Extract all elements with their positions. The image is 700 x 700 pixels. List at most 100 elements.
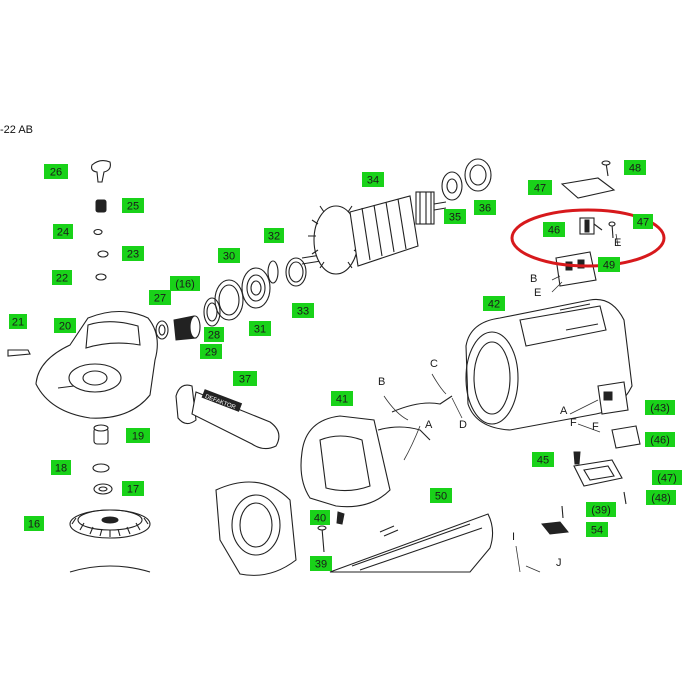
- callout-box: [474, 200, 496, 215]
- wire-letter-d: D: [459, 419, 467, 431]
- callout-34: 34: [362, 172, 384, 187]
- callout-number: 46: [548, 225, 560, 237]
- callout-33: 33: [292, 303, 314, 318]
- wire-letter-f1: F: [570, 417, 577, 429]
- callout-box: [122, 246, 144, 261]
- callout-32: 32: [264, 228, 284, 243]
- wire-letter-a2: A: [560, 405, 568, 417]
- part-19-bushing: [93, 424, 109, 445]
- callout-number: 49: [603, 260, 615, 272]
- part-39b-screw: [561, 505, 564, 519]
- callout-16a: 16: [24, 516, 44, 531]
- callout-19: 19: [126, 428, 150, 443]
- callout-48b: (48): [646, 490, 676, 505]
- wire-letter-j: J: [556, 557, 562, 569]
- wire-letter-b: B: [378, 376, 385, 388]
- callout-box: [204, 327, 224, 342]
- part-brush-plate: [555, 251, 597, 287]
- part-35-bearing: [441, 171, 463, 201]
- callout-box: [292, 303, 314, 318]
- part-16-bevel-gear: [69, 509, 151, 539]
- part-24-washer: [93, 228, 103, 236]
- callout-17: 17: [122, 481, 144, 496]
- part-30-washer: [214, 279, 244, 321]
- part-31-bearing: [241, 267, 271, 309]
- callout-box: [149, 290, 171, 305]
- callout-39b: (39): [586, 502, 616, 517]
- callout-number: 31: [254, 324, 266, 336]
- callout-box: [310, 556, 332, 571]
- callout-box: [249, 321, 271, 336]
- callout-box: [24, 516, 44, 531]
- callout-box: [310, 510, 330, 525]
- callout-number: 30: [223, 251, 235, 263]
- callout-number: 26: [50, 167, 62, 179]
- callout-number: 36: [479, 203, 491, 215]
- part-32-ring: [267, 260, 279, 284]
- callout-29: 29: [200, 344, 222, 359]
- callout-48a: 48: [624, 160, 646, 175]
- callout-box: [652, 470, 682, 485]
- callout-box: [122, 481, 144, 496]
- callout-50: 50: [430, 488, 452, 503]
- callout-number: 27: [154, 293, 166, 305]
- wire-letter-a: A: [425, 419, 433, 431]
- callout-37: 37: [233, 371, 257, 386]
- callout-box: [362, 172, 384, 187]
- callout-number: 41: [336, 394, 348, 406]
- callout-28: 28: [204, 327, 224, 342]
- callout-number: 47: [534, 183, 546, 195]
- part-48-screw: [601, 160, 611, 177]
- callout-number: 29: [205, 347, 217, 359]
- part-37-side-handle: DEFAKTOR: [175, 384, 280, 450]
- callout-box: [122, 198, 144, 213]
- part-41-stator: [300, 395, 453, 508]
- callout-box: [126, 428, 150, 443]
- callout-box: [586, 522, 608, 537]
- callout-box: [543, 222, 565, 237]
- callout-46b: (46): [645, 432, 675, 447]
- part-42-motor-housing: [465, 298, 633, 431]
- callout-number: 42: [488, 299, 500, 311]
- part-46b-switch-lever: [611, 425, 641, 449]
- callout-box: [218, 248, 240, 263]
- callout-49: 49: [598, 257, 620, 272]
- callout-21: 21: [9, 314, 27, 329]
- wire-letter-f2: F: [592, 421, 599, 433]
- callout-number: 54: [591, 525, 603, 537]
- part-26-wing-screw: [91, 159, 111, 183]
- callout-number: 20: [59, 321, 71, 333]
- part-33-circlip: [285, 257, 307, 287]
- part-27-bushing: [155, 320, 169, 340]
- callout-number: 50: [435, 491, 447, 503]
- part-40-screw: [336, 511, 345, 525]
- part-48b-screw: [623, 491, 627, 505]
- callout-number: 18: [55, 463, 67, 475]
- wire-letter-i: I: [512, 531, 515, 543]
- callout-47b: 47: [633, 214, 653, 229]
- model-label: -22 AB: [0, 124, 34, 136]
- part-16b-pinion: [173, 315, 201, 341]
- callout-number: 40: [314, 513, 326, 525]
- part-23-washer: [97, 250, 109, 258]
- callout-box: [233, 371, 257, 386]
- callout-box: [624, 160, 646, 175]
- callout-box: [170, 276, 200, 291]
- callout-45: 45: [532, 452, 554, 467]
- part-20-gear-head: [35, 310, 158, 419]
- callout-number: 23: [127, 249, 139, 261]
- callout-18: 18: [51, 460, 71, 475]
- part-46-brush-holder: [579, 217, 603, 235]
- callout-number: (16): [175, 279, 195, 291]
- callout-box: [532, 452, 554, 467]
- callout-number: 25: [127, 201, 139, 213]
- callout-47a: 47: [528, 180, 552, 195]
- callout-25: 25: [122, 198, 144, 213]
- callout-27: 27: [149, 290, 171, 305]
- callout-20: 20: [54, 318, 76, 333]
- part-34-armature: [301, 191, 447, 275]
- callout-23: 23: [122, 246, 144, 261]
- callout-number: 47: [637, 217, 649, 229]
- callout-box: [52, 270, 72, 285]
